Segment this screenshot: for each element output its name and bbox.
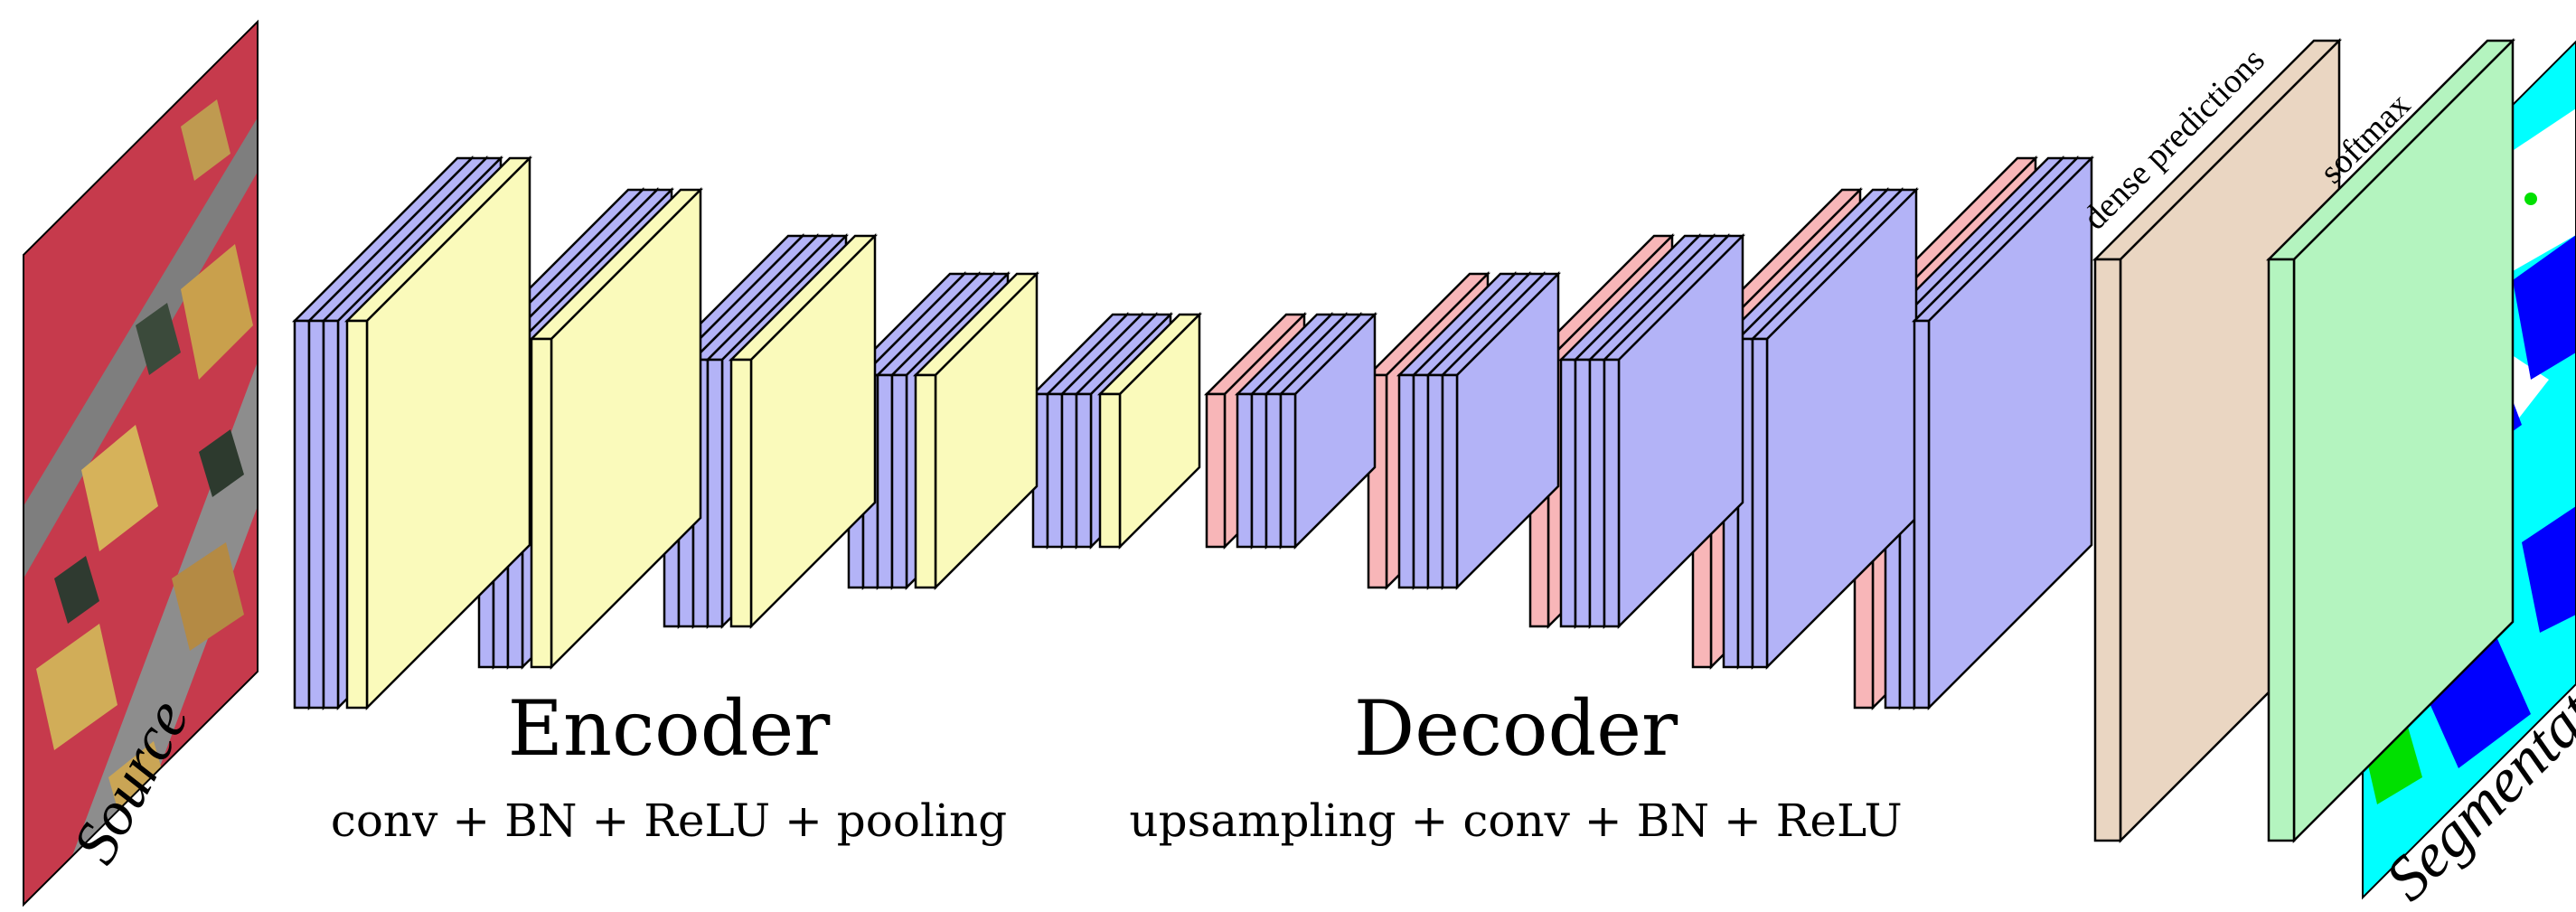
decoder-conv-layer [1601,232,1746,630]
decoder-title: Decoder [1354,684,1678,773]
encoder-pooling-layer [1096,311,1203,550]
encoder-pooling-layer [528,186,704,671]
layer-blocks [291,37,2516,844]
decoder-operations-label: upsampling + conv + BN + ReLU [1129,794,1902,847]
decoder-conv-layer [1439,270,1562,591]
softmax-layer [2265,37,2516,844]
decoder-conv-layer [1749,186,1920,671]
encoder-operations-label: conv + BN + ReLU + pooling [331,794,1007,847]
encoder-pooling-layer [343,155,533,711]
encoder-pooling-layer [728,232,879,630]
encoder-pooling-layer [912,270,1040,591]
encoder-title: Encoder [508,684,832,773]
decoder-conv-layer [1277,311,1378,550]
source-image [23,19,259,907]
decoder-conv-layer [1911,155,2095,711]
